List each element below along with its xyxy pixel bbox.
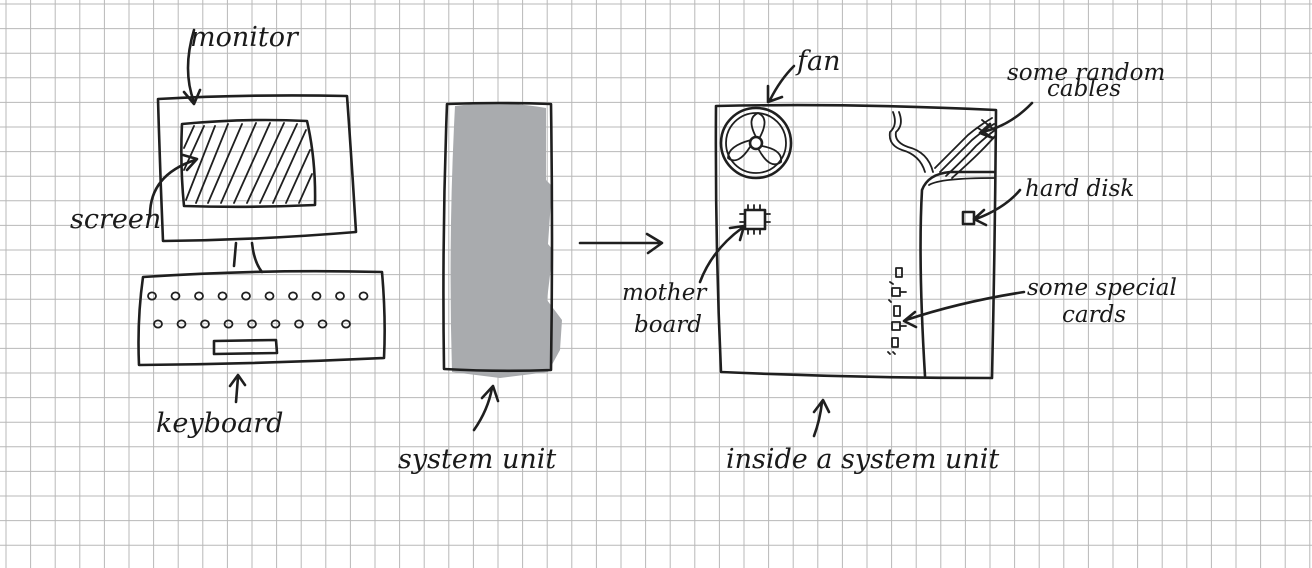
cables <box>890 112 995 178</box>
label-cables-line2: cables <box>1047 76 1121 102</box>
keyboard-key <box>360 292 368 299</box>
arrow-inside-system-unit <box>814 400 829 436</box>
system-unit-shading <box>451 103 562 378</box>
label-inside-system-unit: inside a system unit <box>726 444 999 475</box>
motherboard-chip-icon <box>740 205 770 234</box>
keyboard-key <box>289 292 297 299</box>
label-monitor: monitor <box>190 22 300 53</box>
arrow-motherboard <box>700 226 744 282</box>
label-motherboard-line1: mother <box>622 280 708 306</box>
keyboard-key <box>242 292 250 299</box>
keyboard-key <box>148 292 156 299</box>
keyboard-key <box>266 292 274 299</box>
case-outline <box>716 105 996 378</box>
monitor-stand <box>234 243 262 272</box>
hard-disk-bay-inner <box>929 178 994 185</box>
label-cards-line2: cards <box>1062 302 1126 328</box>
label-motherboard-line2: board <box>634 312 702 338</box>
label-hard-disk: hard disk <box>1025 176 1134 202</box>
hard-disk-icon <box>963 212 974 224</box>
fan-icon <box>721 108 791 178</box>
keyboard-key <box>313 292 321 299</box>
arrow-hard-disk <box>974 190 1020 225</box>
label-keyboard: keyboard <box>156 408 283 439</box>
label-fan: fan <box>795 46 840 77</box>
keyboard-spacebar <box>214 340 277 354</box>
arrow-system-unit <box>474 386 498 430</box>
inside-system-unit <box>716 105 996 378</box>
hard-disk-bay <box>921 172 994 376</box>
label-cards-line1: some special <box>1027 275 1177 301</box>
label-system-unit: system unit <box>398 444 556 475</box>
keyboard-keys <box>148 292 368 327</box>
keyboard-key <box>336 292 344 299</box>
keyboard <box>139 271 385 365</box>
system-unit <box>443 103 562 378</box>
keyboard-key <box>195 292 203 299</box>
special-cards-icon <box>888 268 906 354</box>
arrow-fan <box>768 66 794 102</box>
label-screen: screen <box>70 204 161 235</box>
keyboard-key <box>219 292 227 299</box>
keyboard-body <box>139 271 385 365</box>
